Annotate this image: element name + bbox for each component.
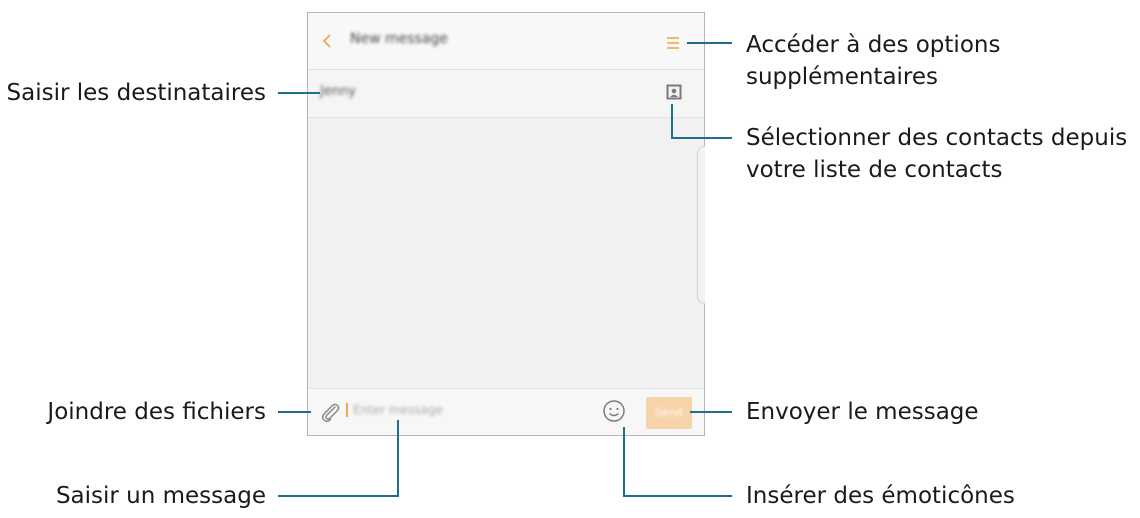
callout-options-line2: supplémentaires bbox=[746, 64, 939, 90]
screen-title: New message bbox=[350, 31, 448, 47]
emoji-icon[interactable] bbox=[602, 399, 626, 427]
message-input[interactable]: Enter message bbox=[353, 403, 443, 417]
back-icon[interactable] bbox=[322, 33, 332, 53]
phone-screen: New message Jenny Enter messa bbox=[307, 12, 705, 436]
compose-bar: Enter message Send bbox=[308, 388, 704, 435]
callout-send: Envoyer le message bbox=[746, 399, 979, 425]
send-button[interactable]: Send bbox=[646, 397, 692, 429]
contact-icon[interactable] bbox=[666, 84, 682, 104]
callout-attach: Joindre des fichiers bbox=[47, 399, 266, 425]
menu-icon[interactable] bbox=[666, 35, 680, 54]
leader-message bbox=[278, 420, 399, 497]
callout-contacts-line2: votre liste de contacts bbox=[746, 157, 1003, 183]
leader-emoticons bbox=[623, 427, 732, 497]
leader-contacts bbox=[671, 104, 732, 139]
callout-contacts: Sélectionner des contacts depuis votre l… bbox=[746, 122, 1127, 186]
text-cursor bbox=[346, 403, 348, 417]
attach-icon[interactable] bbox=[320, 401, 340, 427]
callout-message: Saisir un message bbox=[55, 483, 266, 509]
callout-emoticons: Insérer des émoticônes bbox=[746, 483, 1015, 509]
callout-options: Accéder à des options supplémentaires bbox=[746, 29, 1000, 93]
callout-recipients: Saisir les destinataires bbox=[6, 80, 266, 106]
callout-contacts-line1: Sélectionner des contacts depuis bbox=[746, 125, 1128, 151]
callout-options-line1: Accéder à des options bbox=[746, 32, 1001, 58]
recipient-value: Jenny bbox=[320, 84, 357, 99]
send-button-label: Send bbox=[655, 406, 683, 419]
recipient-field[interactable]: Jenny bbox=[308, 70, 704, 118]
app-header: New message bbox=[308, 13, 704, 70]
